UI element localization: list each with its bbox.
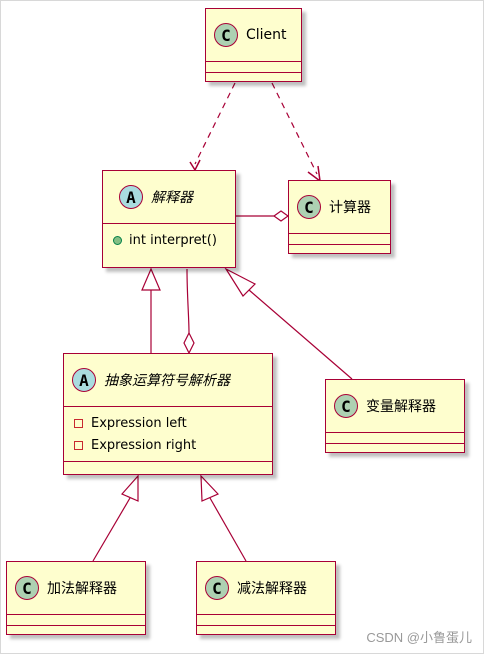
- class-name: 加法解释器: [47, 581, 117, 597]
- class-variable[interactable]: C 变量解释器: [325, 379, 465, 453]
- aggregation-diamond: [272, 210, 290, 222]
- generalization-triangle: [200, 474, 220, 502]
- aggregation-diamond: [183, 331, 195, 355]
- private-visibility-icon: [74, 440, 83, 450]
- class-stereotype-icon: C: [15, 576, 39, 600]
- edge-sub-abstract-extends: [209, 497, 247, 562]
- class-name: 变量解释器: [366, 399, 436, 415]
- class-name: 减法解释器: [237, 581, 307, 597]
- class-field: Expression right: [74, 434, 272, 456]
- class-sub[interactable]: C 减法解释器: [196, 561, 336, 635]
- class-stereotype-icon: C: [334, 394, 358, 418]
- class-stereotype-icon: C: [205, 576, 229, 600]
- class-stereotype-icon: C: [297, 195, 321, 219]
- class-interpreter[interactable]: A 解释器 int interpret(): [102, 170, 236, 268]
- class-name: 解释器: [151, 190, 193, 206]
- class-client[interactable]: C Client: [205, 8, 302, 82]
- edge-interpreter-abstract-aggregation: [186, 268, 190, 334]
- class-name: 计算器: [329, 200, 371, 216]
- edge-client-calculator: [271, 82, 318, 175]
- edge-client-interpreter: [194, 82, 236, 165]
- class-calculator[interactable]: C 计算器: [288, 180, 391, 254]
- edge-add-abstract-extends: [92, 497, 131, 562]
- class-stereotype-icon: C: [214, 23, 238, 47]
- edge-variable-interpreter-extends: [248, 289, 353, 380]
- watermark: CSDN @小鲁蛋儿: [366, 630, 472, 645]
- arrowhead-open: [189, 159, 201, 172]
- class-name: 抽象运算符号解析器: [104, 373, 230, 389]
- class-abstract-operator[interactable]: A 抽象运算符号解析器 Expression left Expression r…: [63, 353, 273, 475]
- method-signature: int interpret(): [129, 232, 217, 248]
- abstract-stereotype-icon: A: [72, 368, 96, 392]
- generalization-triangle: [141, 267, 161, 291]
- public-visibility-icon: [113, 235, 122, 245]
- arrowhead-open: [307, 165, 321, 183]
- field-declaration: Expression left: [91, 415, 187, 431]
- generalization-triangle: [121, 474, 139, 502]
- class-field: Expression left: [74, 412, 272, 434]
- class-name: Client: [246, 27, 287, 43]
- private-visibility-icon: [74, 418, 83, 428]
- field-declaration: Expression right: [91, 437, 197, 453]
- abstract-stereotype-icon: A: [119, 185, 143, 209]
- class-add[interactable]: C 加法解释器: [6, 561, 146, 635]
- class-method: int interpret(): [113, 229, 235, 251]
- generalization-triangle: [224, 267, 257, 297]
